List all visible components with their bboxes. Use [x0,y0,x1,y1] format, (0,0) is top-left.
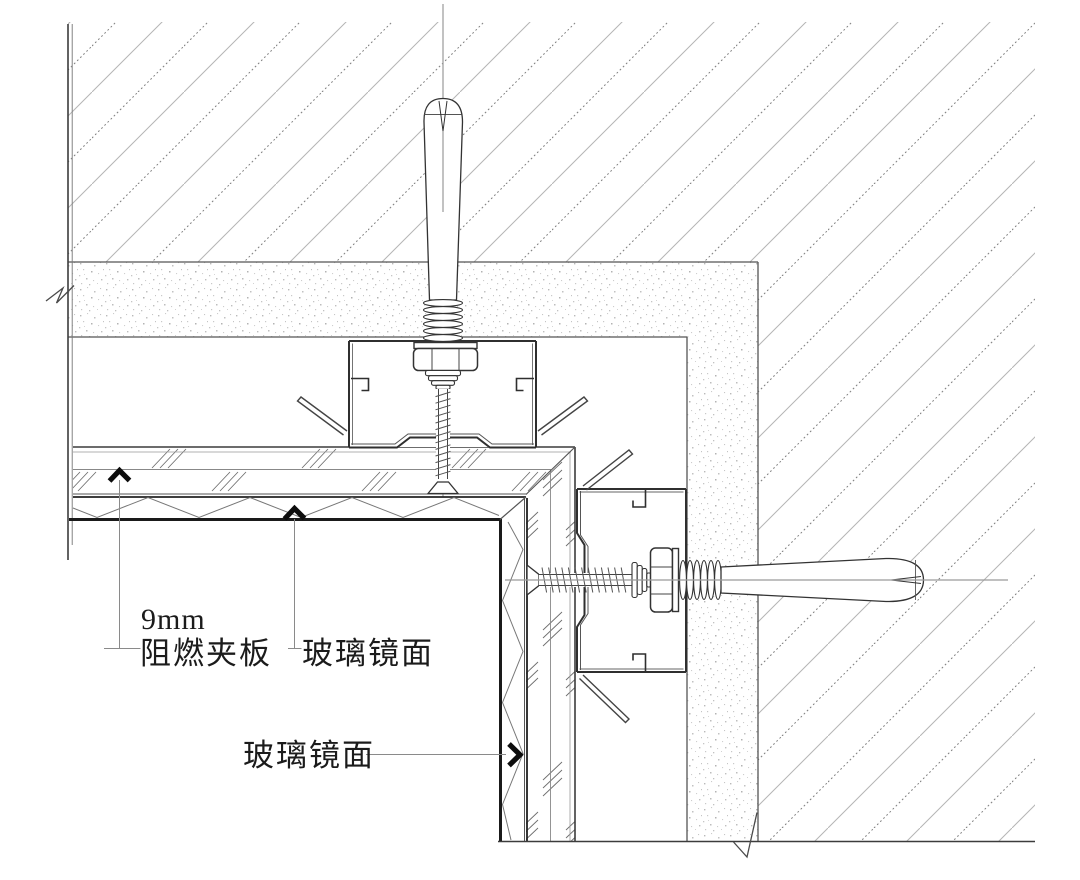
panel-plywood-ceiling [73,447,575,495]
label-plywood: 阻燃夹板 [140,636,272,671]
channel-lip-right [515,377,534,392]
leader-lines [104,480,506,755]
anchor-thread-rings-top [422,299,464,342]
miter-joint-plywood [525,446,576,495]
panel-mirror-wall [501,521,524,841]
panel-mirror-ceiling [72,496,500,519]
hex-nut-top [412,347,479,372]
concrete-structure-hatch [68,22,1035,842]
ferrule-rings-top [424,369,462,390]
channel-brace-struts [296,396,634,724]
miter-joint-mirror [499,496,527,520]
anchor-bolt-top [412,97,479,495]
label-mirror-wall: 玻璃镜面 [243,738,375,773]
leader-arrows [107,466,524,768]
panel-outlines [69,446,576,841]
arrow-up-plywood [107,466,132,483]
hanger-screw-top [426,389,460,495]
channel-lip-top [632,490,647,508]
label-plywood-size: 9mm [141,603,206,636]
arrow-up-mirror [282,504,307,521]
break-mark-bottom [733,812,758,859]
break-mark-left [45,285,75,304]
arrow-right-mirror [507,742,524,768]
channel-lip-left [351,377,370,392]
label-mirror-ceiling: 玻璃镜面 [302,636,434,671]
channel-lip-bottom [632,653,647,671]
washer-plate-top [413,341,478,350]
screw-head-flange-top [426,481,460,495]
